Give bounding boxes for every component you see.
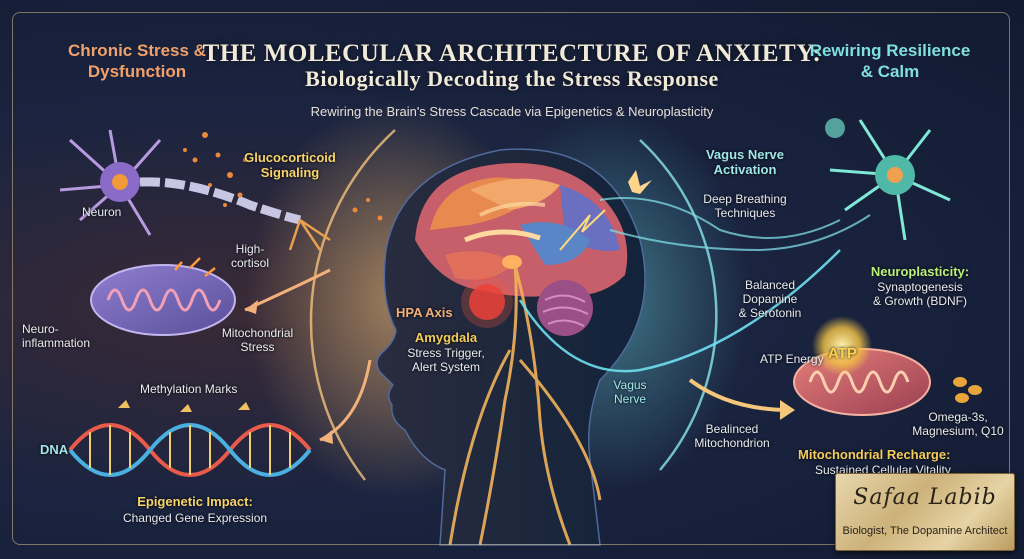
label-amygdala-desc-line2: Alert System (411, 360, 480, 374)
brain (415, 163, 628, 336)
label-balanced-neuro: Balanced Dopamine & Serotonin (725, 278, 815, 320)
spinal-nerves (448, 264, 602, 546)
label-balanced-mitochondrion-line2: Mitochondrion (694, 436, 770, 450)
label-high-cortisol-line1: High- (235, 242, 265, 256)
label-balanced-mitochondrion: Bealinced Mitochondrion (682, 422, 782, 450)
label-mitochondrial-recharge: Mitochondrial Recharge: (798, 447, 951, 462)
label-neuroinflammation-line2: inflammation (22, 336, 91, 350)
neural-branches-right (599, 197, 871, 252)
label-vagus-nerve: Vagus Nerve (600, 378, 660, 406)
label-synaptogenesis-line2: & Growth (BDNF) (872, 294, 967, 308)
stress-neuron (59, 129, 331, 251)
dna-helix (68, 400, 312, 477)
label-hpa-axis: HPA Axis (396, 305, 453, 320)
label-epigenetic-impact: Epigenetic Impact: (137, 494, 253, 509)
label-amygdala: Amygdala (414, 330, 478, 345)
vagus-nerve-path (518, 249, 841, 373)
label-glucocorticoid: Glucocorticoid Signaling (230, 150, 350, 180)
main-title: THE MOLECULAR ARCHITECTURE OF ANXIETY: (202, 40, 822, 67)
label-deep-breathing-line1: Deep Breathing (703, 192, 787, 206)
label-balanced-neuro-line1: Balanced (744, 278, 796, 292)
resilience-heading-line2: & Calm (860, 62, 920, 81)
stress-heading-line1: Chronic Stress & (68, 41, 206, 60)
label-vagus-activation-line1: Vagus Nerve (705, 147, 785, 162)
tagline: Rewiring the Brain's Stress Cascade via … (310, 104, 714, 119)
stress-heading: Chronic Stress & Dysfunction (52, 40, 222, 82)
label-mitochondrial-stress-line2: Stress (240, 340, 275, 354)
label-nutrients-line1: Omega-3s, (928, 410, 988, 424)
label-atp: ATP (828, 345, 857, 362)
label-vagus-activation-line2: Activation (713, 162, 777, 177)
signature-plaque: Safaa Labib Biologist, The Dopamine Arch… (835, 473, 1015, 551)
nutrient-capsules (953, 377, 982, 403)
label-synaptogenesis-line1: Synaptogenesis (877, 280, 963, 294)
cool-arc (639, 139, 718, 471)
label-gene-expression: Changed Gene Expression (122, 511, 268, 525)
label-high-cortisol-line2: cortisol (230, 256, 269, 270)
label-balanced-neuro-line2: Dopamine (742, 292, 798, 306)
lightning (559, 209, 606, 251)
label-nutrients-line2: Magnesium, Q10 (912, 424, 1004, 438)
stressed-mitochondrion (90, 257, 236, 336)
label-balanced-neuro-line3: & Serotonin (738, 306, 802, 320)
label-neuroinflammation-line1: Neuro- (22, 322, 59, 336)
label-glucocorticoid-line1: Glucocorticoid (244, 150, 336, 165)
warm-arc (309, 129, 396, 481)
label-atp-energy: ATP Energy (760, 352, 824, 366)
balanced-mitochondrion (793, 316, 931, 416)
label-methylation: Methylation Marks (140, 382, 238, 396)
label-neuroplasticity: Neuroplasticity: (870, 264, 970, 279)
calm-neuron (825, 118, 951, 241)
spark (628, 170, 652, 194)
label-deep-breathing-line2: Techniques (714, 206, 776, 220)
resilience-heading: Rewiring Resilience & Calm (800, 40, 980, 82)
label-neuron: Neuron (82, 205, 122, 219)
label-neuroinflammation: Neuro- inflammation (22, 322, 90, 350)
cortisol-particles (183, 132, 383, 221)
label-dna: DNA (40, 442, 69, 457)
label-vagus-nerve-line1: Vagus (613, 378, 647, 392)
label-vagus-nerve-line2: Nerve (613, 392, 646, 406)
label-deep-breathing: Deep Breathing Techniques (690, 192, 800, 220)
label-synaptogenesis: Synaptogenesis & Growth (BDNF) (845, 280, 995, 308)
label-mitochondrial-stress-line1: Mitochondrial (221, 326, 294, 340)
label-mitochondrial-stress: Mitochondrial Stress (210, 326, 305, 354)
signature-role: Biologist, The Dopamine Architect (842, 525, 1008, 537)
main-subtitle: Biologically Decoding the Stress Respons… (305, 66, 719, 91)
label-amygdala-desc-line1: Stress Trigger, (407, 346, 485, 360)
label-high-cortisol: High- cortisol (220, 242, 280, 270)
stress-heading-line2: Dysfunction (87, 62, 187, 81)
label-balanced-mitochondrion-line1: Bealinced (705, 422, 759, 436)
label-vagus-activation: Vagus Nerve Activation (690, 147, 800, 177)
arrow-to-recharge (688, 378, 791, 412)
label-nutrients: Omega-3s, Magnesium, Q10 (898, 410, 1018, 438)
label-amygdala-desc: Stress Trigger, Alert System (396, 346, 496, 374)
label-glucocorticoid-line2: Signaling (260, 165, 320, 180)
resilience-heading-line1: Rewiring Resilience (809, 41, 971, 60)
signature-name: Safaa Labib (853, 485, 997, 510)
